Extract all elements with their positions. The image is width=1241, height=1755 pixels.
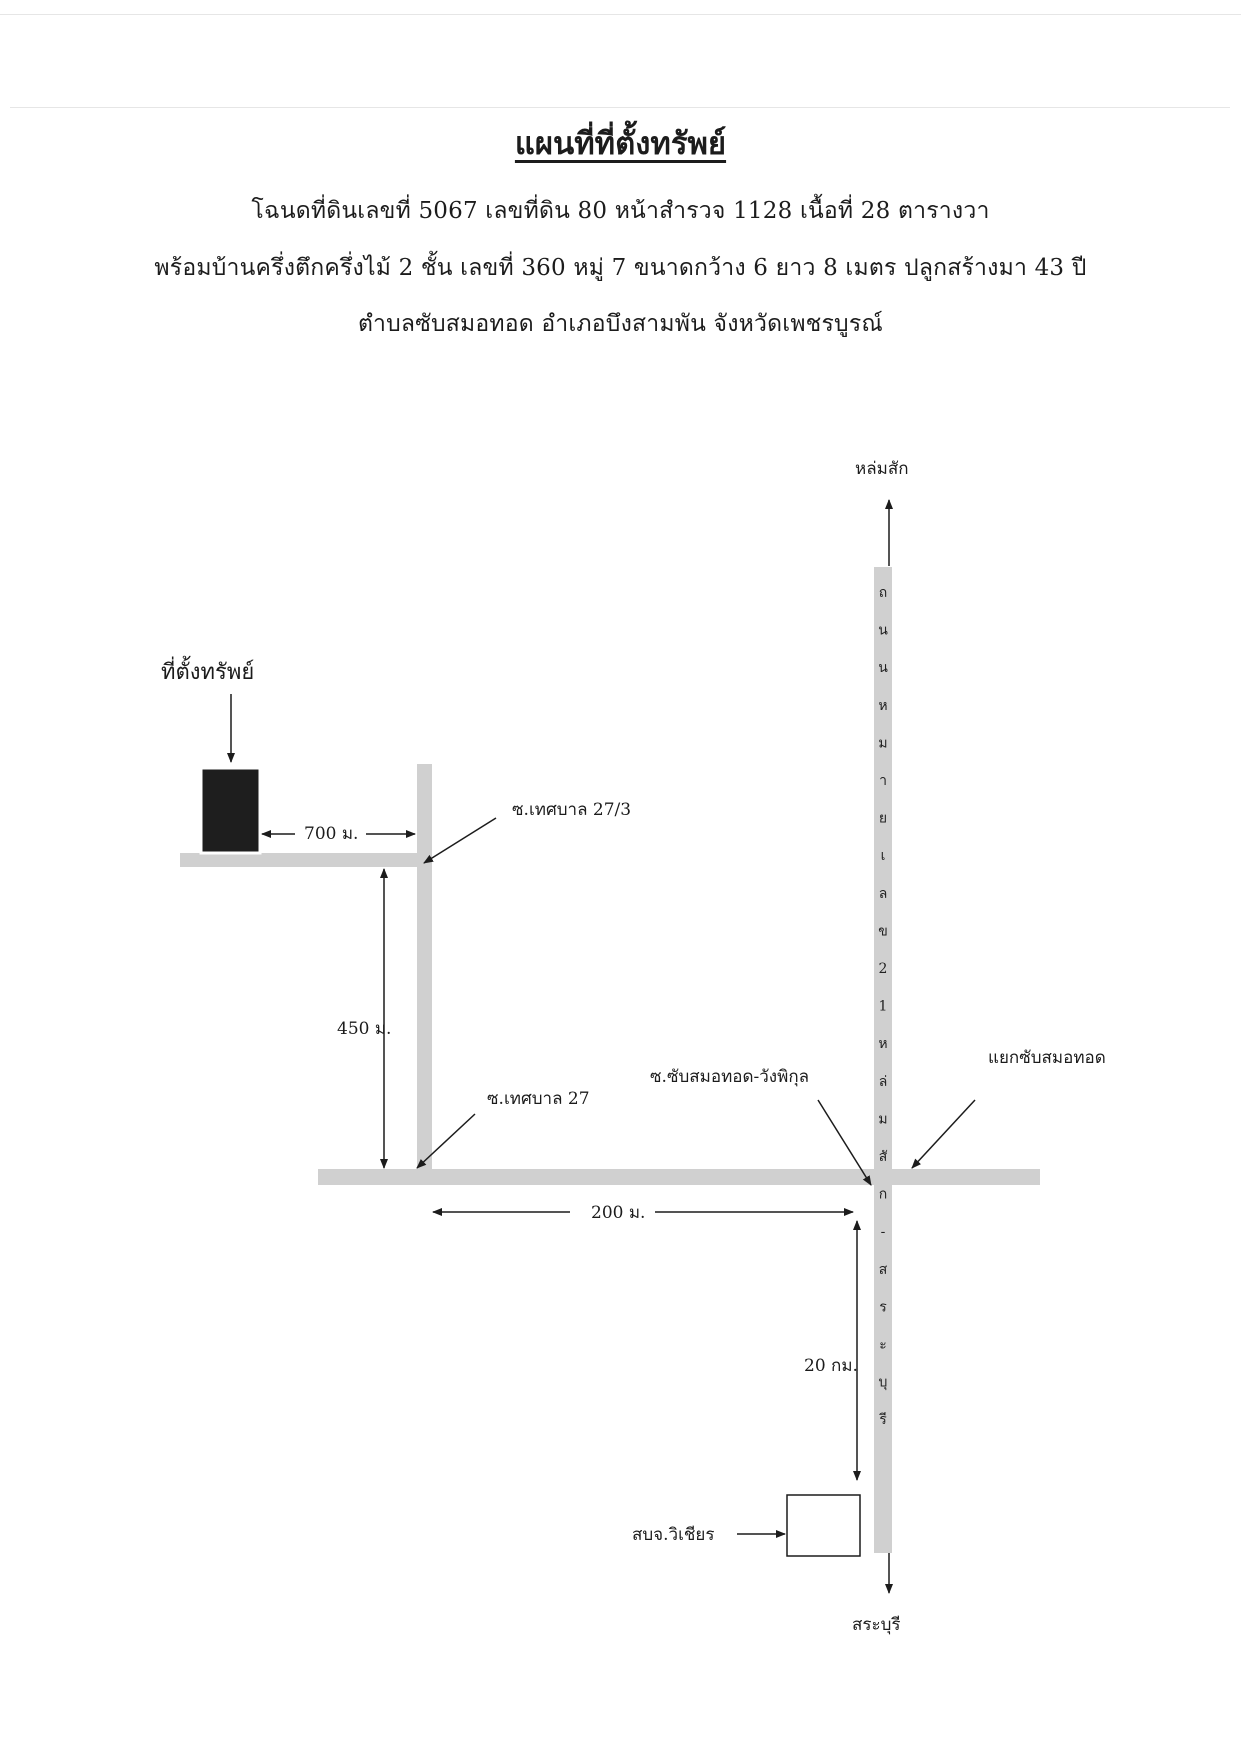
scan-line-top [0, 14, 1241, 15]
south-destination-label: สระบุรี [852, 1615, 901, 1635]
highway-name-letter: ย [879, 811, 887, 827]
distance-20km-label: 20 กม. [804, 1356, 858, 1376]
location-info-line: ตำบลซับสมอทอด อำเภอบึงสามพัน จังหวัดเพชร… [358, 311, 883, 337]
highway-name-letter: ม [878, 735, 887, 751]
soi-273-label: ซ.เทศบาล 27/3 [512, 800, 631, 820]
soi-27-pointer-arrow [416, 1113, 476, 1169]
distance-700m-label: 700 ม. [304, 824, 358, 844]
highway-name-letter: ก [879, 1187, 887, 1203]
highway-name-letter: ม [878, 1111, 887, 1127]
soi-vertical-road [417, 764, 432, 1176]
soi-wangpikul-label: ซ.ซับสมอทอด-วังพิกุล [650, 1067, 809, 1087]
north-destination-label: หล่มสัก [855, 459, 909, 479]
soi-27-label: ซ.เทศบาล 27 [487, 1089, 590, 1109]
highway-name-letter: ส [879, 1262, 888, 1278]
soi-wangpikul-pointer-arrow [817, 1099, 872, 1186]
soi-273-pointer-arrow [423, 817, 497, 864]
highway-name-letter: ข [878, 923, 888, 939]
highway-name-letter: ร [879, 1299, 887, 1315]
deed-info-line: โฉนดที่ดินเลขที่ 5067 เลขที่ดิน 80 หน้าส… [251, 198, 990, 224]
highway-name-letter: 2 [879, 961, 888, 977]
distance-450m-label: 450 ม. [337, 1019, 391, 1039]
map-title: แผนที่ที่ตั้งทรัพย์ [514, 126, 727, 162]
house-info-line: พร้อมบ้านครึ่งตึกครึ่งไม้ 2 ชั้น เลขที่ … [154, 255, 1087, 281]
highway-name-letter: - [881, 1224, 886, 1240]
highway-21-road [874, 567, 892, 1553]
junction-pointer-arrow [911, 1099, 976, 1169]
property-building [199, 766, 262, 855]
highway-name-letter: ห [878, 1036, 887, 1052]
scan-line-upper [10, 107, 1230, 108]
main-horizontal-road [318, 1169, 1040, 1185]
junction-label: แยกซับสมอทอด [988, 1048, 1106, 1068]
highway-name-letter: เ [881, 848, 886, 864]
highway-name-letter: ะ [879, 1337, 887, 1353]
soi-273-horizontal-road [180, 853, 432, 867]
distance-200m-label: 200 ม. [591, 1203, 645, 1223]
police-station-label: สบจ.วิเชียร [632, 1525, 715, 1545]
highway-name-letter: บุ [879, 1375, 888, 1391]
highway-name-letter: า [879, 773, 887, 789]
property-label: ที่ตั้งทรัพย์ [161, 656, 254, 685]
highway-name-letter: รี [879, 1412, 887, 1428]
police-station-box [786, 1494, 861, 1557]
highway-name-letter: น [878, 623, 888, 639]
highway-name-letter: สั [879, 1149, 888, 1165]
highway-name-letter: ห [878, 698, 887, 714]
highway-name-letter: น [878, 660, 888, 676]
highway-name-letter: ล [879, 886, 888, 902]
highway-name-letter: 1 [879, 999, 888, 1015]
highway-name-letter: ล่ [879, 1074, 888, 1090]
highway-name-letter: ถ [879, 585, 887, 601]
